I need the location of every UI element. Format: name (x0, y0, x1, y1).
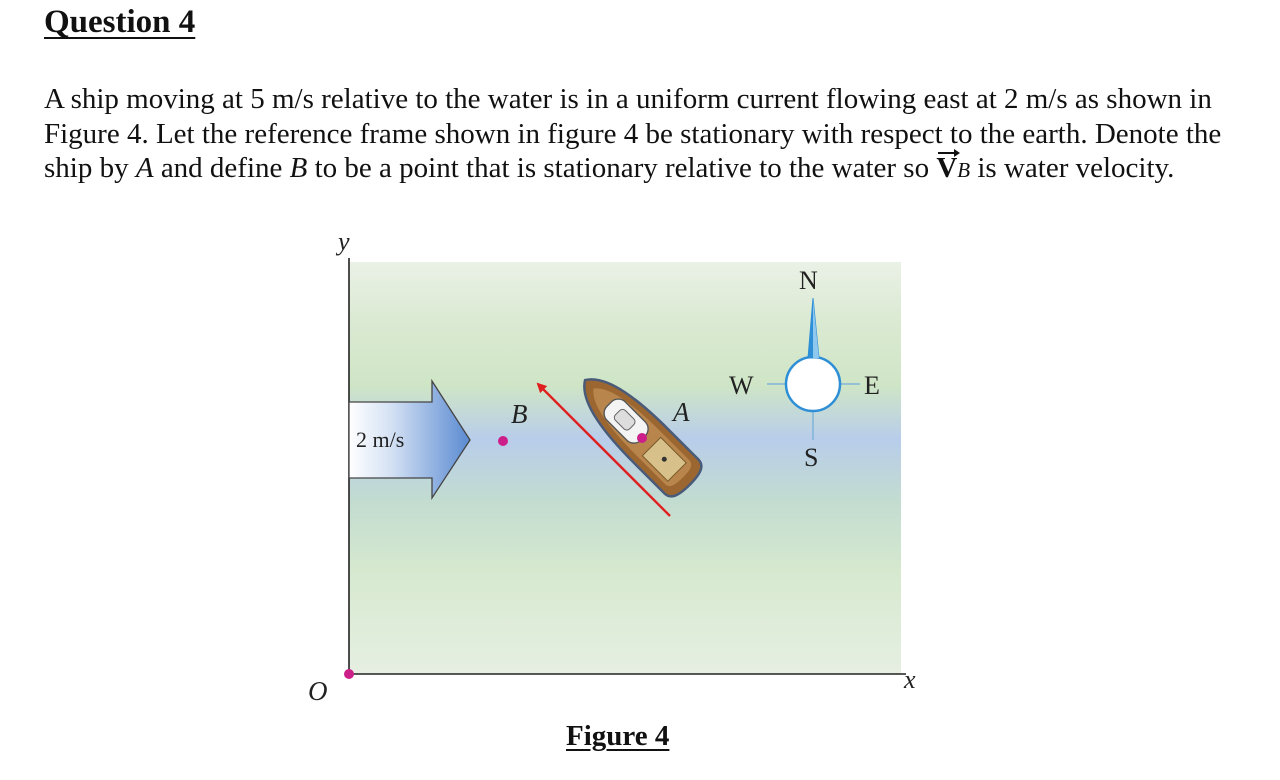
origin-label: O (308, 676, 328, 706)
water-velocity-vector-symbol: V (936, 149, 961, 184)
point-b-label: B (511, 399, 528, 429)
point-symbol: B (289, 152, 308, 184)
current-arrow (348, 378, 471, 501)
ship-a-label: A (671, 397, 690, 427)
ship-velocity-arrow (536, 382, 671, 517)
water-velocity-subscript: B (957, 158, 971, 182)
question-heading: Question 4 (44, 4, 196, 40)
compass-west-label: W (729, 371, 754, 400)
x-axis-label: x (903, 665, 916, 694)
compass-east-label: E (864, 371, 880, 400)
statement-text-4: is water velocity. (970, 152, 1175, 184)
compass-rose (767, 297, 860, 440)
problem-statement: A ship moving at 5 m/s relative to the w… (44, 82, 1244, 188)
ship-symbol: A (135, 152, 154, 184)
figure-caption: Figure 4 (566, 720, 670, 752)
statement-text-1: A ship moving at 5 m/s relative to the w… (44, 83, 1222, 184)
ship-a-marker (637, 433, 647, 443)
current-speed-label: 2 m/s (356, 427, 404, 452)
compass-north-label: N (799, 266, 818, 295)
origin-marker (344, 669, 354, 679)
y-axis-label: y (335, 227, 350, 256)
compass-south-label: S (804, 443, 818, 472)
statement-text-3: to be a point that is stationary relativ… (307, 152, 937, 184)
statement-text-2: and define (153, 152, 290, 184)
point-b-marker (498, 436, 508, 446)
